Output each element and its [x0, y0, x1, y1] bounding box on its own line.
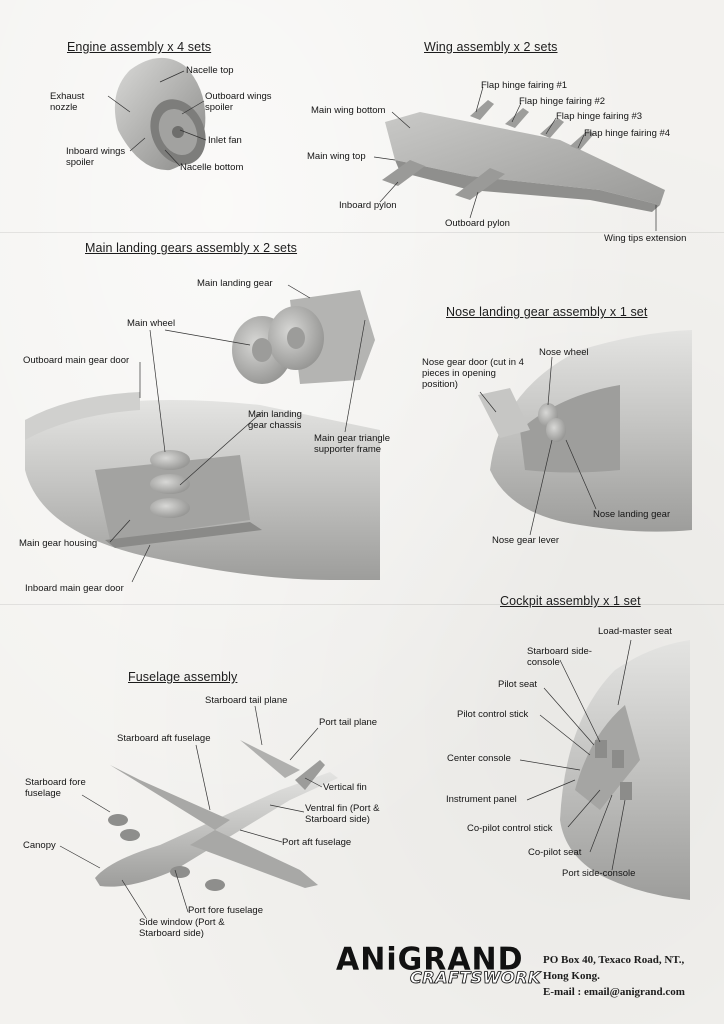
label-canopy: Canopy	[23, 840, 56, 851]
label-nose-wheel: Nose wheel	[539, 347, 589, 358]
label-instrument-panel: Instrument panel	[446, 794, 517, 805]
label-main-wing-bottom: Main wing bottom	[311, 105, 386, 116]
label-outboard-wings-spoiler: Outboard wings spoiler	[205, 91, 272, 113]
wing-illustration	[382, 100, 665, 212]
label-main-landing-gear-chassis: Main landing gear chassis	[248, 409, 302, 431]
label-pilot-seat: Pilot seat	[498, 679, 538, 690]
anigrand-logo: ANiGRAND	[336, 941, 524, 978]
label-inlet-fan: Inlet fan	[208, 135, 242, 146]
main-gear-housing-illustration	[25, 392, 380, 580]
label-inboard-main-gear-door: Inboard main gear door	[25, 583, 124, 594]
fold-line	[0, 604, 724, 605]
contact-address: PO Box 40, Texaco Road, NT.,	[543, 954, 685, 966]
label-starboard-aft-fuselage: Starboard aft fuselage	[117, 733, 211, 744]
label-port-aft-fuselage: Port aft fuselage	[282, 837, 352, 848]
nose-gear-assembly-heading: Nose landing gear assembly x 1 set	[446, 305, 648, 319]
label-starboard-fore-fuselage: Starboard fore fuselage	[25, 777, 86, 799]
label-port-side-console: Port side-console	[562, 868, 636, 879]
label-nacelle-top: Nacelle top	[186, 65, 234, 76]
engine-assembly-heading: Engine assembly x 4 sets	[67, 40, 212, 54]
label-nose-gear-door: Nose gear door (cut in 4 pieces in openi…	[422, 357, 524, 390]
label-co-pilot-control-stick: Co-pilot control stick	[467, 823, 553, 834]
label-vertical-fin: Vertical fin	[323, 782, 367, 793]
label-outboard-main-gear-door: Outboard main gear door	[23, 355, 130, 366]
label-exhaust-nozzle: Exhaust nozzle	[50, 91, 85, 113]
label-co-pilot-seat: Co-pilot seat	[528, 847, 582, 858]
craftswork-logo: CRAFTSWORK	[410, 968, 541, 988]
wing-assembly-heading: Wing assembly x 2 sets	[424, 40, 558, 54]
label-side-window: Side window (Port & Starboard side)	[139, 917, 225, 939]
label-main-landing-gear: Main landing gear	[197, 278, 273, 289]
fuselage-aircraft-illustration	[95, 740, 338, 891]
label-starboard-side-console: Starboard side-console	[527, 646, 592, 668]
cockpit-assembly-heading: Cockpit assembly x 1 set	[500, 594, 641, 608]
label-load-master-seat: Load-master seat	[598, 626, 672, 637]
label-starboard-tail-plane: Starboard tail plane	[205, 695, 288, 706]
label-nose-landing-gear: Nose landing gear	[593, 509, 671, 520]
label-ventral-fin: Ventral fin (Port & Starboard side)	[305, 803, 380, 825]
label-flap-hinge-fairing-2: Flap hinge fairing #2	[519, 96, 606, 107]
label-main-wheel: Main wheel	[127, 318, 176, 329]
label-nose-gear-lever: Nose gear lever	[492, 535, 560, 546]
label-inboard-wings-spoiler: Inboard wings spoiler	[66, 146, 126, 168]
label-port-tail-plane: Port tail plane	[319, 717, 378, 728]
engine-nacelle-illustration	[114, 57, 206, 171]
main-gear-assembly-heading: Main landing gears assembly x 2 sets	[85, 241, 298, 255]
label-port-fore-fuselage: Port fore fuselage	[188, 905, 263, 916]
label-outboard-pylon: Outboard pylon	[445, 218, 510, 229]
contact-email: E-mail : email@anigrand.com	[543, 986, 685, 998]
leader-lines	[59, 70, 657, 919]
label-main-gear-triangle-supporter-frame: Main gear triangle supporter frame	[314, 433, 391, 455]
fold-line	[0, 232, 724, 233]
contact-city: Hong Kong.	[543, 970, 600, 982]
label-pilot-control-stick: Pilot control stick	[457, 709, 529, 720]
label-flap-hinge-fairing-3: Flap hinge fairing #3	[556, 111, 643, 122]
label-main-wing-top: Main wing top	[307, 151, 366, 162]
label-main-gear-housing: Main gear housing	[19, 538, 98, 549]
label-center-console: Center console	[447, 753, 511, 764]
main-landing-gear-illustration	[232, 290, 375, 384]
label-flap-hinge-fairing-1: Flap hinge fairing #1	[481, 80, 568, 91]
contact-block: PO Box 40, Texaco Road, NT., Hong Kong. …	[543, 952, 685, 1000]
cockpit-illustration	[560, 640, 690, 900]
nose-gear-illustration	[478, 330, 692, 532]
label-flap-hinge-fairing-4: Flap hinge fairing #4	[584, 128, 671, 139]
fuselage-assembly-heading: Fuselage assembly	[128, 670, 238, 684]
label-wing-tips-extension: Wing tips extension	[604, 233, 687, 244]
label-nacelle-bottom: Nacelle bottom	[180, 162, 244, 173]
label-inboard-pylon: Inboard pylon	[339, 200, 397, 211]
